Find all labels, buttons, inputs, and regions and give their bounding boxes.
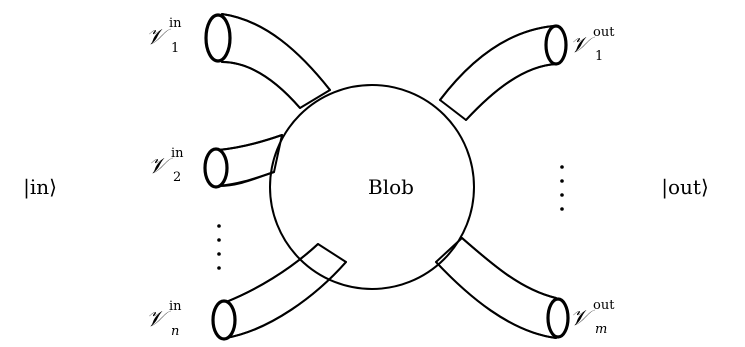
outgoing-label-m: 𝒱 out m <box>570 298 615 337</box>
outgoing-tube-m <box>435 237 570 339</box>
incoming-tube-2 <box>203 134 283 189</box>
blob-label: Blob <box>368 175 414 199</box>
svg-text:out: out <box>593 25 615 40</box>
outgoing-tube-1 <box>439 24 568 121</box>
incoming-label-2: 𝒱 in 2 <box>148 146 184 185</box>
svg-text:n: n <box>171 324 179 339</box>
svg-text:𝒱: 𝒱 <box>146 25 171 50</box>
svg-text:m: m <box>595 322 607 337</box>
svg-text:2: 2 <box>173 170 181 185</box>
svg-text:out: out <box>593 298 615 313</box>
outgoing-label-1: 𝒱 out 1 <box>570 25 615 64</box>
incoming-ellipsis-dots <box>217 224 221 270</box>
svg-text:1: 1 <box>171 41 179 56</box>
incoming-label-1: 𝒱 in 1 <box>146 16 182 56</box>
blob-circle <box>269 84 475 290</box>
outgoing-ellipsis-dots <box>560 165 564 211</box>
in-state-label: |in⟩ <box>23 175 57 200</box>
incoming-tube-1 <box>204 13 331 109</box>
svg-text:in: in <box>171 146 184 161</box>
incoming-tube-n <box>211 243 347 341</box>
svg-text:𝒱: 𝒱 <box>146 307 171 332</box>
svg-text:𝒱: 𝒱 <box>570 33 595 58</box>
svg-text:𝒱: 𝒱 <box>570 306 595 331</box>
svg-text:1: 1 <box>595 49 603 64</box>
incoming-label-n: 𝒱 in n <box>146 299 182 339</box>
out-state-label: |out⟩ <box>661 175 709 200</box>
svg-text:in: in <box>169 16 182 31</box>
svg-text:in: in <box>169 299 182 314</box>
svg-text:𝒱: 𝒱 <box>148 154 173 179</box>
